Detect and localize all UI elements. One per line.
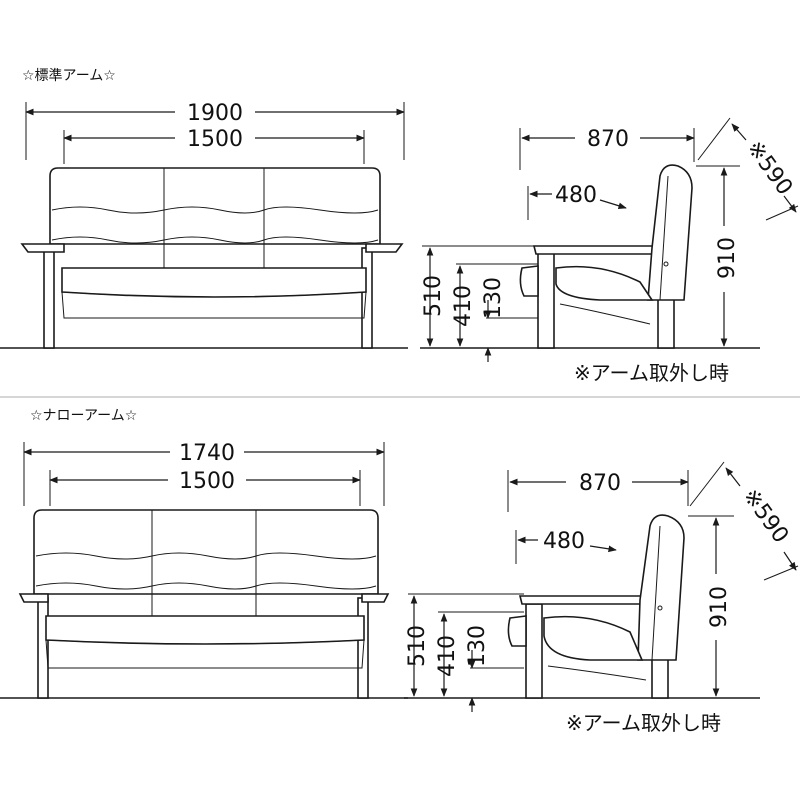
depth-label: 870 [587, 127, 629, 152]
seat-width-label: 1500 [187, 127, 243, 152]
seat-width-label: 1500 [179, 469, 235, 494]
side-view: 510 410 130 870 480 [420, 117, 799, 385]
leg-clearance-label: 130 [465, 625, 490, 667]
seat-depth-label: 480 [555, 183, 597, 208]
seat-depth-label: 480 [543, 529, 585, 554]
arm-height-label: 410 [435, 635, 460, 677]
overall-width-label: 1740 [179, 441, 235, 466]
leg-clearance-label: 130 [481, 277, 506, 319]
depth-label: 870 [579, 471, 621, 496]
front-view: 1740 1500 [0, 441, 408, 699]
section-narrow-arm: ☆ナローアーム☆ 1740 1500 [0, 408, 799, 735]
side-view: 510 410 130 870 480 [404, 461, 799, 735]
section-title: ☆標準アーム☆ [22, 68, 116, 84]
section-standard-arm: ☆標準アーム☆ 1900 [0, 68, 799, 385]
arm-removed-note: ※アーム取外し時 [566, 711, 721, 735]
arm-height-label: 410 [451, 285, 476, 327]
front-view: 1900 1500 [0, 101, 408, 349]
diagonal-label: ※590 [741, 136, 797, 200]
arm-removed-note: ※アーム取外し時 [574, 361, 729, 385]
diagonal-label: ※590 [737, 484, 793, 548]
seat-height-label: 510 [421, 275, 446, 317]
seat-height-label: 510 [405, 625, 430, 667]
height-label: 910 [707, 586, 732, 628]
section-title: ☆ナローアーム☆ [30, 408, 137, 424]
overall-width-label: 1900 [187, 101, 243, 126]
height-label: 910 [715, 237, 740, 279]
